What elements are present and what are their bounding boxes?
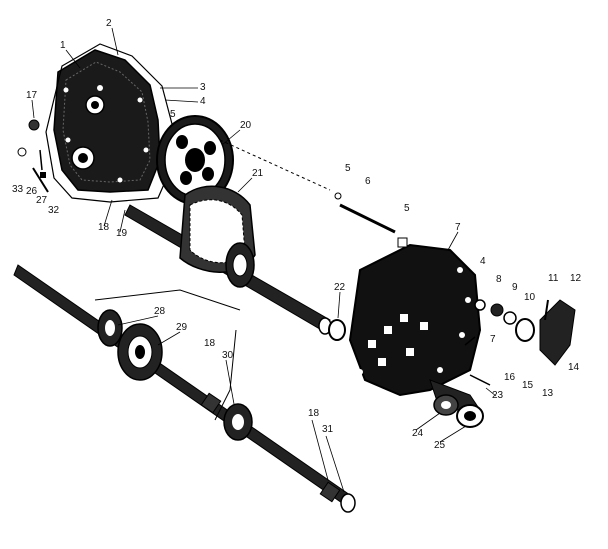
callout-6: 6 bbox=[365, 176, 371, 187]
cover-plate bbox=[53, 49, 161, 193]
callout-23: 23 bbox=[492, 390, 504, 401]
bearing-24 bbox=[433, 394, 459, 416]
washer-22 bbox=[328, 319, 346, 341]
right-side-parts bbox=[464, 299, 576, 386]
callout-32: 32 bbox=[48, 205, 60, 216]
lower-sprocket-28 bbox=[97, 309, 123, 347]
callout-3: 3 bbox=[200, 82, 206, 93]
callout-21: 21 bbox=[252, 168, 264, 179]
hub-30 bbox=[223, 403, 253, 441]
callout-1: 1 bbox=[60, 40, 66, 51]
callout-4: 4 bbox=[200, 96, 206, 107]
callout-30: 30 bbox=[222, 350, 234, 361]
callout-17: 17 bbox=[26, 90, 38, 101]
pin-shaft-6 bbox=[334, 192, 408, 248]
callout-20: 20 bbox=[240, 120, 252, 131]
callout-16: 16 bbox=[504, 372, 516, 383]
group-bracket-2 bbox=[214, 329, 237, 421]
callout-7: 7 bbox=[455, 222, 461, 233]
callout-24: 24 bbox=[412, 428, 424, 439]
bearing-25 bbox=[456, 404, 484, 428]
callout-8: 8 bbox=[496, 274, 502, 285]
callout-22: 22 bbox=[334, 282, 346, 293]
callout-11: 11 bbox=[548, 273, 559, 284]
callout-10: 10 bbox=[524, 292, 536, 303]
callout-2: 2 bbox=[106, 18, 112, 29]
callout-33: 33 bbox=[12, 184, 24, 195]
callout-labels: 1 2 3 4 4 5 5 5 6 7 7 8 9 10 11 12 13 14… bbox=[12, 18, 582, 451]
callout-19: 19 bbox=[116, 228, 128, 239]
callout-31: 31 bbox=[322, 424, 334, 435]
callout-18b: 18 bbox=[204, 338, 216, 349]
gear-housing bbox=[348, 243, 482, 411]
lower-sprocket-29 bbox=[117, 323, 163, 381]
callout-5c: 5 bbox=[404, 203, 410, 214]
fastener-stack-left bbox=[17, 119, 49, 193]
callout-9: 9 bbox=[512, 282, 518, 293]
lower-shaft-assembly bbox=[13, 264, 356, 513]
upper-shaft-assembly bbox=[124, 185, 332, 335]
callout-28: 28 bbox=[154, 306, 166, 317]
callout-18a: 18 bbox=[98, 222, 110, 233]
callout-25: 25 bbox=[434, 440, 446, 451]
callout-13: 13 bbox=[542, 388, 554, 399]
callout-5: 5 bbox=[170, 109, 176, 120]
callout-26: 26 bbox=[26, 186, 38, 197]
callout-7b: 7 bbox=[490, 334, 496, 345]
callout-5b: 5 bbox=[345, 163, 351, 174]
callout-29: 29 bbox=[176, 322, 188, 333]
callout-18c: 18 bbox=[308, 408, 320, 419]
callout-14: 14 bbox=[568, 362, 580, 373]
callout-12: 12 bbox=[570, 273, 582, 284]
group-bracket bbox=[94, 289, 241, 311]
leader-lines bbox=[31, 27, 497, 493]
callout-4b: 4 bbox=[480, 256, 486, 267]
callout-27: 27 bbox=[36, 195, 48, 206]
alignment-line bbox=[219, 139, 331, 191]
callout-15: 15 bbox=[522, 380, 534, 391]
